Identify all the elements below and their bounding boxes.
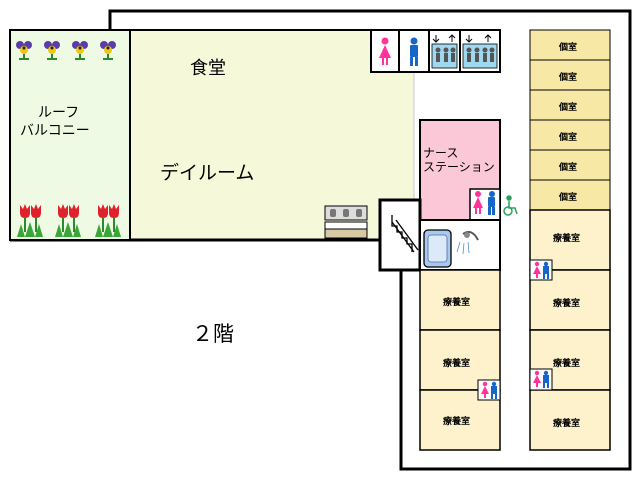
stairs-icon [391, 215, 419, 253]
care-room-label: 療養室 [553, 419, 581, 429]
care-room-label: 療養室 [553, 299, 581, 309]
private-room-label: 個室 [559, 103, 578, 113]
roof-balcony-label-1: ルーフ [38, 105, 80, 121]
male-toilet-icon [488, 191, 495, 215]
pansy-icon [16, 41, 116, 60]
private-room-label: 個室 [559, 133, 578, 143]
shower-icon [456, 231, 479, 255]
nurse-station-label-2: ステーション [423, 160, 495, 174]
care-rooms-right [529, 209, 611, 451]
nurse-station-label-1: ナース [423, 146, 459, 160]
room-toilet [477, 379, 501, 401]
care-room-label: 療養室 [443, 417, 471, 427]
care-room-label: 療養室 [443, 298, 471, 308]
roof-balcony-label-2: バルコニー [20, 123, 90, 139]
private-room-label: 個室 [559, 43, 578, 53]
private-room-label: 個室 [559, 73, 578, 83]
bathtub-icon [423, 229, 452, 268]
dayroom-label: デイルーム [160, 162, 255, 184]
room-toilet [529, 259, 553, 281]
tulip-icon [17, 204, 121, 237]
female-toilet-icon [379, 37, 391, 65]
outer-walls [108, 9, 632, 471]
private-room-label: 個室 [559, 163, 578, 173]
floor-label: ２階 [192, 322, 234, 346]
elevator-icon [428, 29, 501, 73]
care-room-label: 療養室 [443, 359, 471, 369]
wheelchair-icon [503, 195, 518, 216]
room-toilet [529, 368, 553, 391]
private-room-label: 個室 [559, 193, 578, 203]
care-room-label: 療養室 [553, 359, 581, 369]
dining-label: 食堂 [190, 58, 226, 79]
female-toilet-icon [473, 191, 483, 214]
private-rooms [529, 29, 611, 211]
male-toilet-icon [410, 37, 418, 66]
wash-basin-icon [324, 205, 368, 239]
care-room-label: 療養室 [553, 234, 581, 244]
